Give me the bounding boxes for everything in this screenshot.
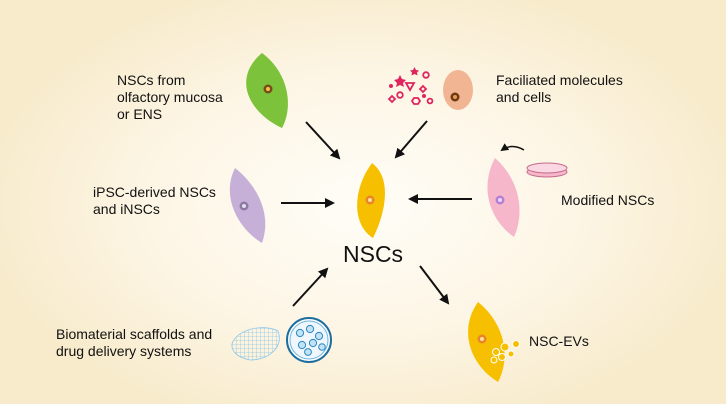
arrow-nsc-to-evs [419, 265, 450, 305]
petri-dish [526, 162, 568, 178]
modification-arrow [500, 143, 525, 152]
facilitated-cell [443, 70, 473, 110]
label-modified-nsc: Modified NSCs [561, 192, 655, 208]
drug-delivery-particle [286, 317, 332, 363]
arrow-biomaterial-to-nsc [292, 267, 329, 307]
central-nsc-cell [357, 163, 385, 238]
arrow-facilitated-to-nsc [394, 120, 428, 159]
label-nsc-evs: NSC-EVs [529, 333, 589, 349]
olfactory-nsc-cell [246, 53, 288, 128]
label-ipsc-nsc: iPSC-derived NSCs and iNSCs [93, 184, 216, 217]
arrow-olfactory-to-nsc [305, 121, 341, 160]
label-biomaterial: Biomaterial scaffolds and drug delivery … [56, 326, 213, 359]
ipsc-nsc-cell [229, 168, 266, 243]
label-olfactory-nsc: NSCs from olfactory mucosa or ENS [117, 72, 223, 122]
nsc-ev-cell [468, 302, 505, 382]
label-nscs-center: NSCs [343, 241, 404, 267]
label-facilitated-molecules: Faciliated molecules and cells [496, 72, 623, 105]
mesh-scaffold [231, 327, 280, 361]
facilitated-molecules [387, 67, 434, 105]
extracellular-vesicles [490, 340, 520, 364]
modified-nsc-cell [487, 158, 520, 237]
